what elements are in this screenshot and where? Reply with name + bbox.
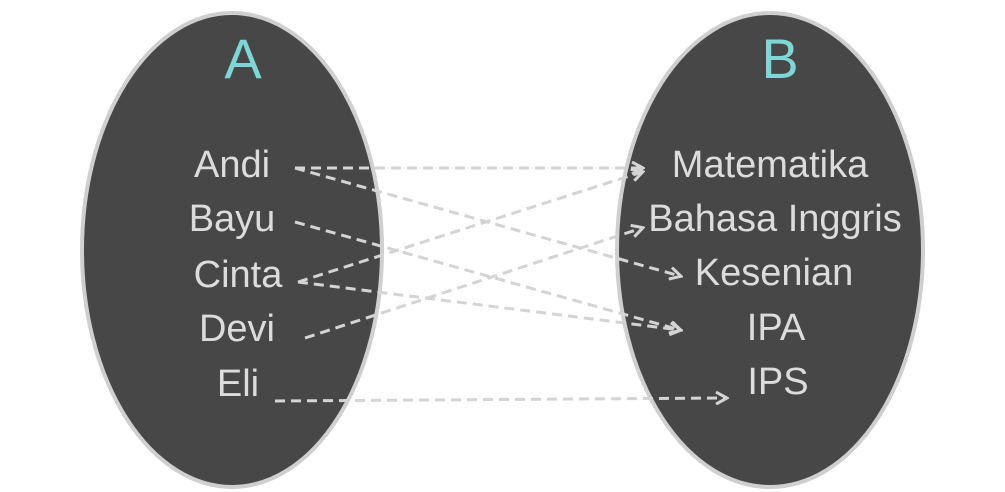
arrow-cinta-ipa: [297, 280, 680, 330]
set-a-item-devi: Devi: [199, 308, 275, 350]
set-a-item-bayu: Bayu: [189, 198, 276, 240]
set-b-item-kesenian: Kesenian: [695, 252, 853, 294]
arrow-eli-ips: [274, 398, 726, 401]
set-a-label: A: [224, 27, 262, 90]
arrow-devi-bahasa-inggris: [304, 228, 642, 340]
set-b-ellipse: [615, 11, 925, 489]
set-a-item-cinta: Cinta: [194, 254, 284, 296]
set-a-item-andi: Andi: [194, 144, 270, 186]
set-b-label: B: [761, 27, 798, 90]
set-a-ellipse: [80, 11, 384, 489]
set-b-item-ipa: IPA: [747, 307, 806, 349]
set-a-item-eli: Eli: [217, 363, 259, 405]
set-b-item-ips: IPS: [747, 361, 808, 403]
set-b-item-matematika: Matematika: [672, 144, 869, 186]
arrow-cinta-matematika: [297, 172, 642, 284]
arrow-bayu-ipa: [294, 220, 680, 330]
set-b-item-bahasa-inggris: Bahasa Inggris: [648, 198, 902, 240]
